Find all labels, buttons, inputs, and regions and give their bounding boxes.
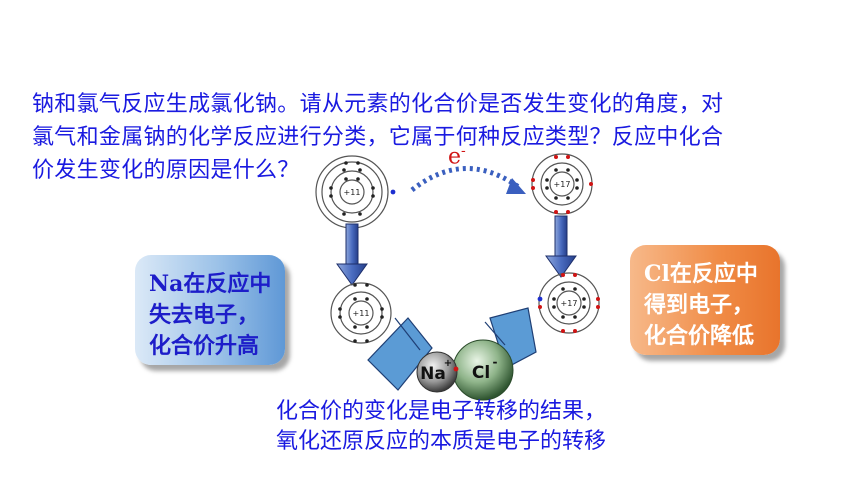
electron-transfer-arrow: [410, 166, 522, 192]
cl-down-arrow: [545, 215, 577, 278]
question-line-3: 价发生变化的原因是什么？: [32, 158, 300, 183]
na-line1-rest: 在反应中: [183, 272, 272, 297]
na-ion-ball-label: Na: [420, 364, 446, 384]
question-line-2: 氯气和金属钠的化学反应进行分类，它属于何种反应类型？反应中化合: [32, 125, 724, 150]
cl-atom: [531, 153, 593, 215]
cl-symbol: Cl: [644, 261, 670, 287]
cl-nucleus-label: +17: [554, 180, 571, 189]
question-text: 钠和氯气反应生成氯化钠。请从元素的化合价是否发生变化的角度，对 氯气和金属钠的化…: [32, 88, 832, 187]
na-atom: [315, 155, 396, 229]
electron-label: e-: [448, 143, 466, 169]
cl-ion-nucleus-label: +17: [561, 299, 578, 308]
cl-summary-line-2: 得到电子，: [644, 293, 755, 318]
na-ion-nucleus-label: +11: [353, 309, 370, 318]
conclusion-line-1: 化合价的变化是电子转移的结果，: [276, 399, 607, 424]
conclusion-text: 化合价的变化是电子转移的结果， 氧化还原反应的本质是电子的转移: [276, 397, 606, 457]
na-summary-box: Na在反应中 失去电子， 化合价升高: [135, 255, 285, 365]
na-ion-ball-charge: +: [444, 358, 452, 369]
cl-summary-box: Cl在反应中 得到电子， 化合价降低: [630, 245, 780, 355]
na-ion-atom: [330, 282, 392, 344]
cl-ion-ball-charge: -: [493, 355, 498, 369]
electron-symbol: e: [448, 144, 462, 170]
cl-ion-atom: [537, 272, 600, 334]
na-summary-line-1: Na在反应中: [149, 269, 285, 300]
na-down-arrow: [336, 223, 368, 286]
cl-ion-ball-label: Cl: [472, 363, 490, 383]
electron-charge: -: [461, 143, 466, 159]
na-summary-line-3: 化合价升高: [149, 334, 260, 359]
left-bracket-shape: [367, 317, 433, 391]
cl-summary-line-3: 化合价降低: [644, 324, 755, 349]
cl-line1-rest: 在反应中: [669, 262, 758, 287]
na-symbol: Na: [149, 271, 184, 297]
question-line-1: 钠和氯气反应生成氯化钠。请从元素的化合价是否发生变化的角度，对: [32, 92, 724, 117]
na-summary-line-2: 失去电子，: [149, 303, 260, 328]
electron-transfer-arrowhead: [506, 178, 526, 194]
na-ion-ball: [416, 351, 458, 393]
conclusion-line-2: 氧化还原反应的本质是电子的转移: [276, 429, 607, 454]
na-nucleus-label: +11: [344, 188, 361, 197]
cl-summary-line-1: Cl在反应中: [644, 259, 780, 290]
